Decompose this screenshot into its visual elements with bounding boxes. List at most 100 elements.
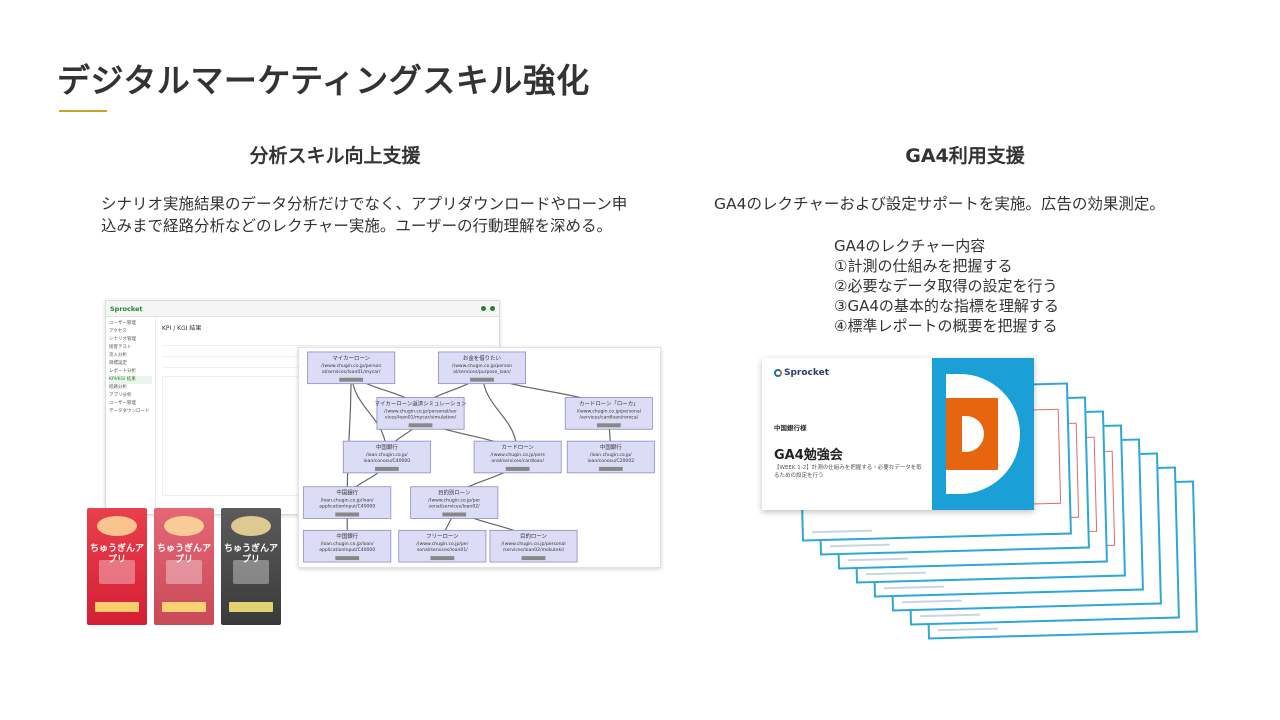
app-banner-label: ちゅうぎんアプリ [156,544,211,565]
sprocket-logo-icon [774,368,782,377]
funnel-node-count [335,556,360,561]
notification-icon [481,306,486,311]
funnel-node-title: 中国銀行 [600,443,622,451]
funnel-node: マイカーローン返済シミュレーション/(www.chugin.co.jp/pers… [375,397,467,430]
user-icon [490,306,495,311]
funnel-node-title: カードローン「ローカ」 [579,400,639,407]
slide-footer [937,627,998,632]
app-banner-label: ちゅうぎんアプリ [89,544,144,565]
funnel-node-url: /(www.chugin.co.jp/pers [490,452,545,458]
funnel-node-count [521,556,546,561]
download-button-graphic [229,602,273,612]
slide-footer [811,529,872,534]
slide-organization: 中国銀行様 [774,424,807,432]
ga4-lecture-list: GA4のレクチャー内容 ①計測の仕組みを把握する ②必要なデータ取得の設定を行う… [834,236,1134,336]
dashboard-sidebar-item: 経路分析 [109,385,127,390]
page-title: デジタルマーケティングスキル強化 [57,61,590,100]
funnel-node-count [408,423,433,428]
funnel-node: マイカーローン/(www.chugin.co.jp/personal/servi… [307,351,396,385]
phone-icon [99,560,135,584]
funnel-node-url: al/services/loan01/mycar/ [322,369,381,375]
analysis-heading: 分析スキル向上支援 [249,145,421,167]
slide-footer [865,571,926,576]
app-banner-3: ちゅうぎんアプリ [221,508,281,625]
dashboard-sidebar-item: 流入分析 [109,353,127,358]
dashboard-sidebar-item: 接客テスト [109,345,132,350]
funnel-node-count [335,512,360,517]
funnel-node-url: /loan.chugin.co.jp/loan/ [321,498,374,504]
funnel-node-url: /services/cardloan/roroca/ [579,414,638,420]
dashboard-sidebar-item: 目標設定 [109,361,127,366]
slide-footer [829,543,890,548]
funnel-node: 中国銀行/loan.chugin.co.jp/loan/applicationI… [303,529,392,563]
dashboard-sidebar: ユーザー管理アクセスシナリオ管理接客テスト流入分析目標設定レポート分析 KPI/K… [106,317,156,514]
ga4-slide-cover: Sprocket 中国銀行様 GA4勉強会 【WEEK 1-2】計測の仕組みを把… [762,358,1034,510]
funnel-node-url: /(www.chugin.co.jp/per [416,541,468,547]
slide-subtitle: 【WEEK 1-2】計測の仕組みを把握する・必要なデータを取るための設定を行う [774,465,922,479]
funnel-node-title: 目的別ローン [438,489,470,497]
funnel-node-url: /(www.chugin.co.jp/personal/ser [384,408,457,414]
download-button-graphic [95,602,139,612]
dashboard-sidebar-item: シナリオ管理 [109,337,136,342]
slide-footer [901,599,962,604]
slide-title: GA4勉強会 [774,448,843,463]
slide-footer [847,557,908,562]
funnel-node-url: loan/conosu/C20002 [587,458,634,464]
dashboard-brand: Sprocket [110,304,143,313]
funnel-node: 目的ローン/(www.chugin.co.jp/personal/service… [489,529,578,563]
funnel-node-url: /loan.chugin.co.jp/loan/ [321,541,374,547]
phone-icon [233,560,269,584]
funnel-node-count [596,423,621,428]
ga4-list-item: ③GA4の基本的な指標を理解する [834,297,1059,315]
funnel-node: フリーローン/(www.chugin.co.jp/personal/servic… [398,529,487,563]
analysis-description: シナリオ実施結果のデータ分析だけでなく、アプリダウンロードやローン申込みまで経路… [101,195,628,235]
funnel-node-title: 中国銀行 [336,532,358,540]
funnel-node: カードローン/(www.chugin.co.jp/personal/servic… [473,440,562,474]
funnel-node-count [442,512,467,517]
dashboard-sidebar-item: KPI/KGI 結果 [109,376,152,384]
slide-footer [919,613,980,618]
funnel-node-url: /(www.chugin.co.jp/personal [577,408,641,414]
dashboard-header: Sprocket [106,301,499,317]
funnel-edge [346,367,352,503]
funnel-node: カードローン「ローカ」/(www.chugin.co.jp/personal/s… [564,397,653,430]
funnel-node: お金を借りたい/(www.chugin.co.jp/personal/servi… [437,351,526,385]
funnel-node-url: applicationInput/C40000 [319,504,375,510]
ga4-slide-deck: Sprocket 中国銀行様 GA4勉強会 【WEEK 1-2】計測の仕組みを把… [760,356,1198,656]
funnel-node-url: /(www.chugin.co.jp/per [428,498,480,504]
phone-icon [166,560,202,584]
ga4-heading: GA4利用支援 [905,145,1025,167]
ga4-list-item: GA4のレクチャー内容 [834,237,986,255]
funnel-node-url: sonal/services/loan02/ [429,504,480,510]
funnel-node-url: vices/loan01/mycar/simulation/ [385,414,457,420]
funnel-node-url: applicationInput/C40000 [319,547,375,553]
dashboard-page-heading: KPI / KGI 結果 [162,325,202,332]
funnel-node-url: onal/services/cardloan/ [491,458,544,464]
funnel-node-url: /(www.chugin.co.jp/person [452,363,512,369]
funnel-node-title: 中国銀行 [336,489,358,497]
ga4-list-item: ①計測の仕組みを把握する [834,257,1013,275]
funnel-node-title: フリーローン [426,533,458,540]
app-banner-1: ちゅうぎんアプリ [87,508,147,625]
dashboard-sidebar-item: アクセス [109,329,127,334]
badge-icon [164,516,204,536]
funnel-node-url: /(www.chugin.co.jp/personal [501,541,565,547]
funnel-node-count [374,466,399,471]
dashboard-sidebar-item: ユーザー管理 [109,401,136,406]
funnel-node-url: loan/conosu/C40000 [364,458,411,464]
funnel-node-count [430,556,455,561]
funnel-node-title: 目的ローン [520,532,547,540]
ga4-list-item: ②必要なデータ取得の設定を行う [834,277,1058,295]
badge-icon [231,516,271,536]
funnel-node-count [470,377,494,382]
funnel-node-url: /loan.chugin.co.jp/ [590,452,632,458]
badge-icon [97,516,137,536]
funnel-node-count [598,466,623,471]
dashboard-sidebar-item: アプリ分析 [109,393,132,398]
funnel-node-title: 中国銀行 [376,443,398,451]
dashboard-sidebar-item: レポート分析 [109,369,136,374]
ga4-description: GA4のレクチャーおよび設定サポートを実施。広告の効果測定。 [714,195,1165,213]
ga4-list-item: ④標準レポートの概要を把握する [834,317,1058,335]
download-button-graphic [162,602,206,612]
funnel-node-title: マイカーローン返済シミュレーション [375,399,467,407]
